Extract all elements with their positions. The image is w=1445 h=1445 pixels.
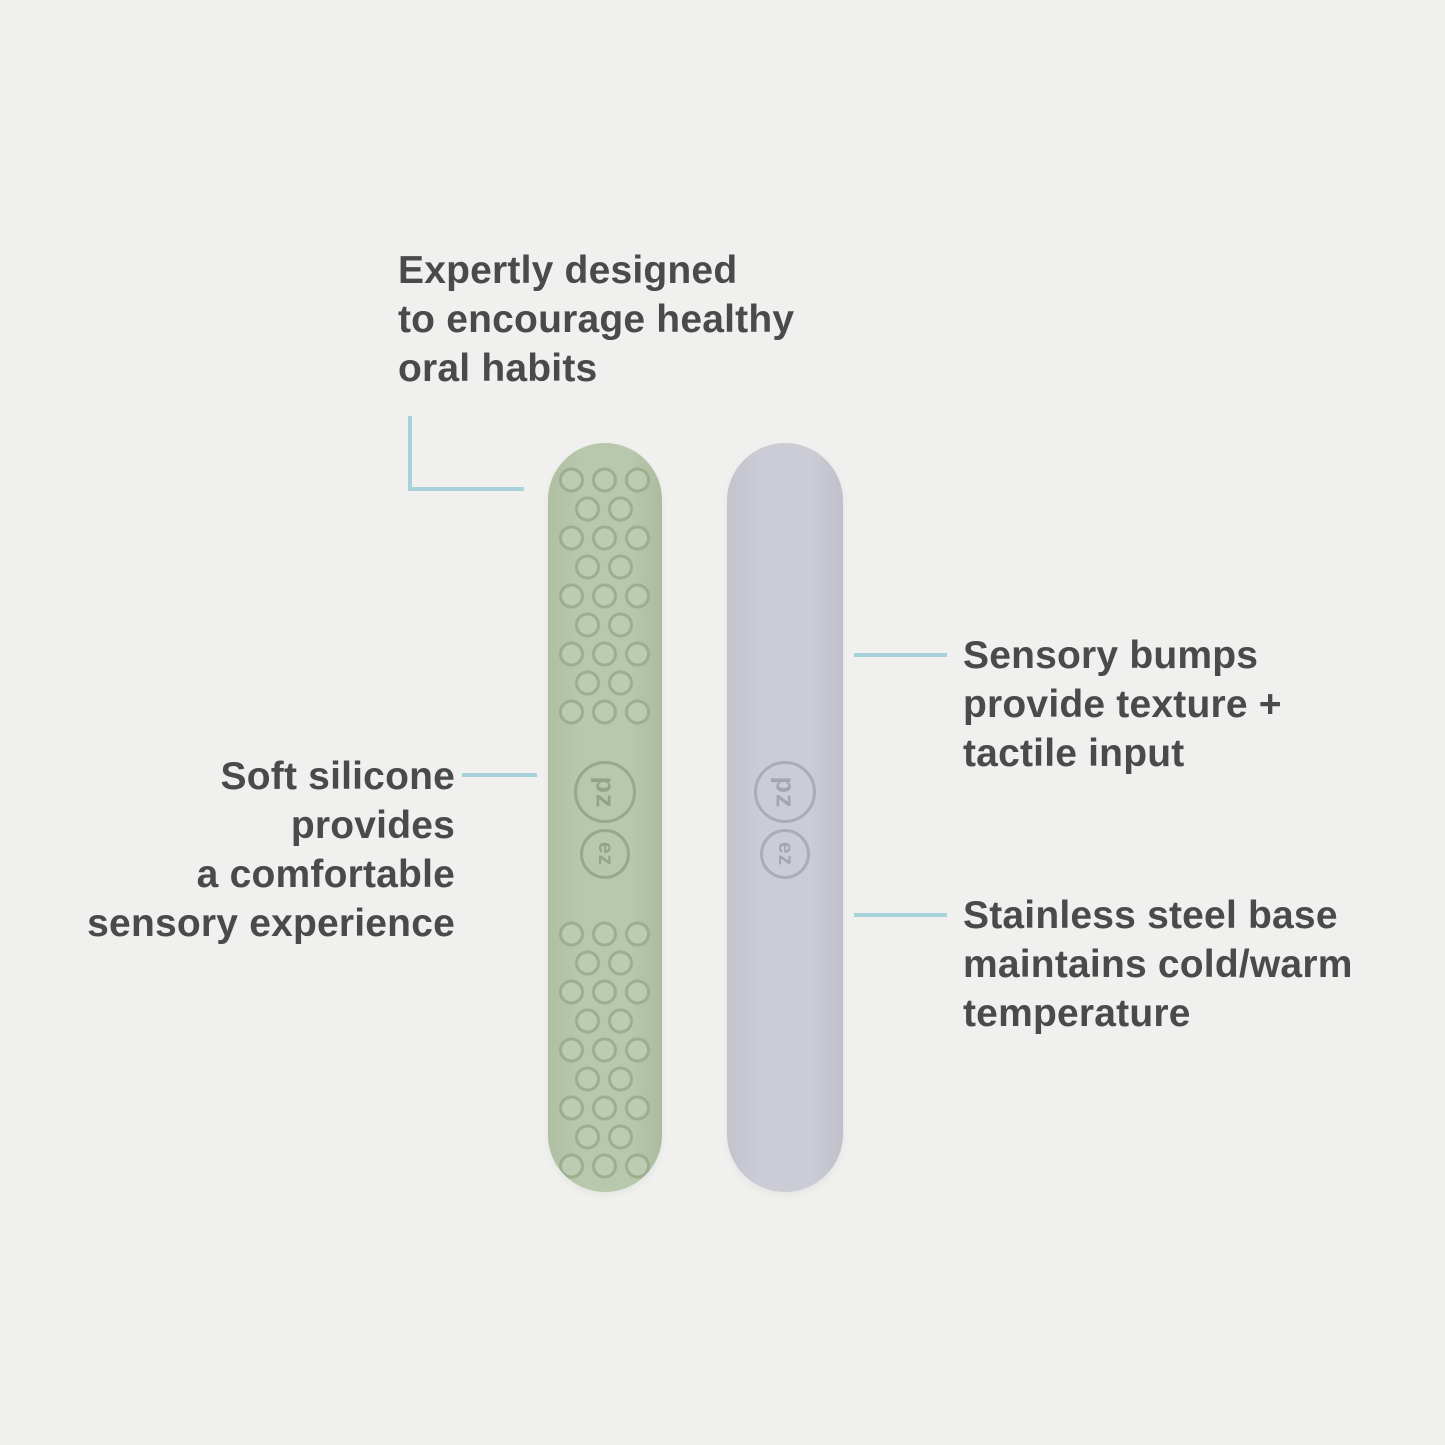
ezpz-logo-pz-icon: pz: [574, 761, 636, 823]
callout-line-soft-silicone: [462, 773, 537, 777]
annotation-expert-design: Expertly designed to encourage healthy o…: [398, 249, 795, 390]
ezpz-logo-pz-text: pz: [590, 776, 621, 808]
annotation-soft-silicone: Soft silicone provides a comfortable sen…: [87, 755, 455, 945]
sensory-bumps-field-bottom-offset: [571, 934, 639, 1174]
teether-stick-smooth: pz ez: [727, 443, 843, 1192]
ezpz-logo-ez-text: ez: [774, 841, 797, 867]
callout-line-expert-design: [408, 416, 524, 491]
annotation-stainless-steel: Stainless steel base maintains cold/warm…: [963, 894, 1353, 1035]
sensory-bumps-field-top-offset: [571, 480, 639, 720]
ezpz-logo-pz-text: pz: [770, 776, 801, 808]
teether-stick-textured: pz ez: [548, 443, 662, 1192]
annotation-sensory-bumps: Sensory bumps provide texture + tactile …: [963, 634, 1282, 775]
callout-line-sensory-bumps: [854, 653, 947, 657]
ezpz-logo-ez-text: ez: [594, 841, 617, 867]
ezpz-logo-pz-icon: pz: [754, 761, 816, 823]
ezpz-logo-ez-icon: ez: [580, 829, 630, 879]
ezpz-logo-ez-icon: ez: [760, 829, 810, 879]
callout-line-stainless-steel: [854, 913, 947, 917]
